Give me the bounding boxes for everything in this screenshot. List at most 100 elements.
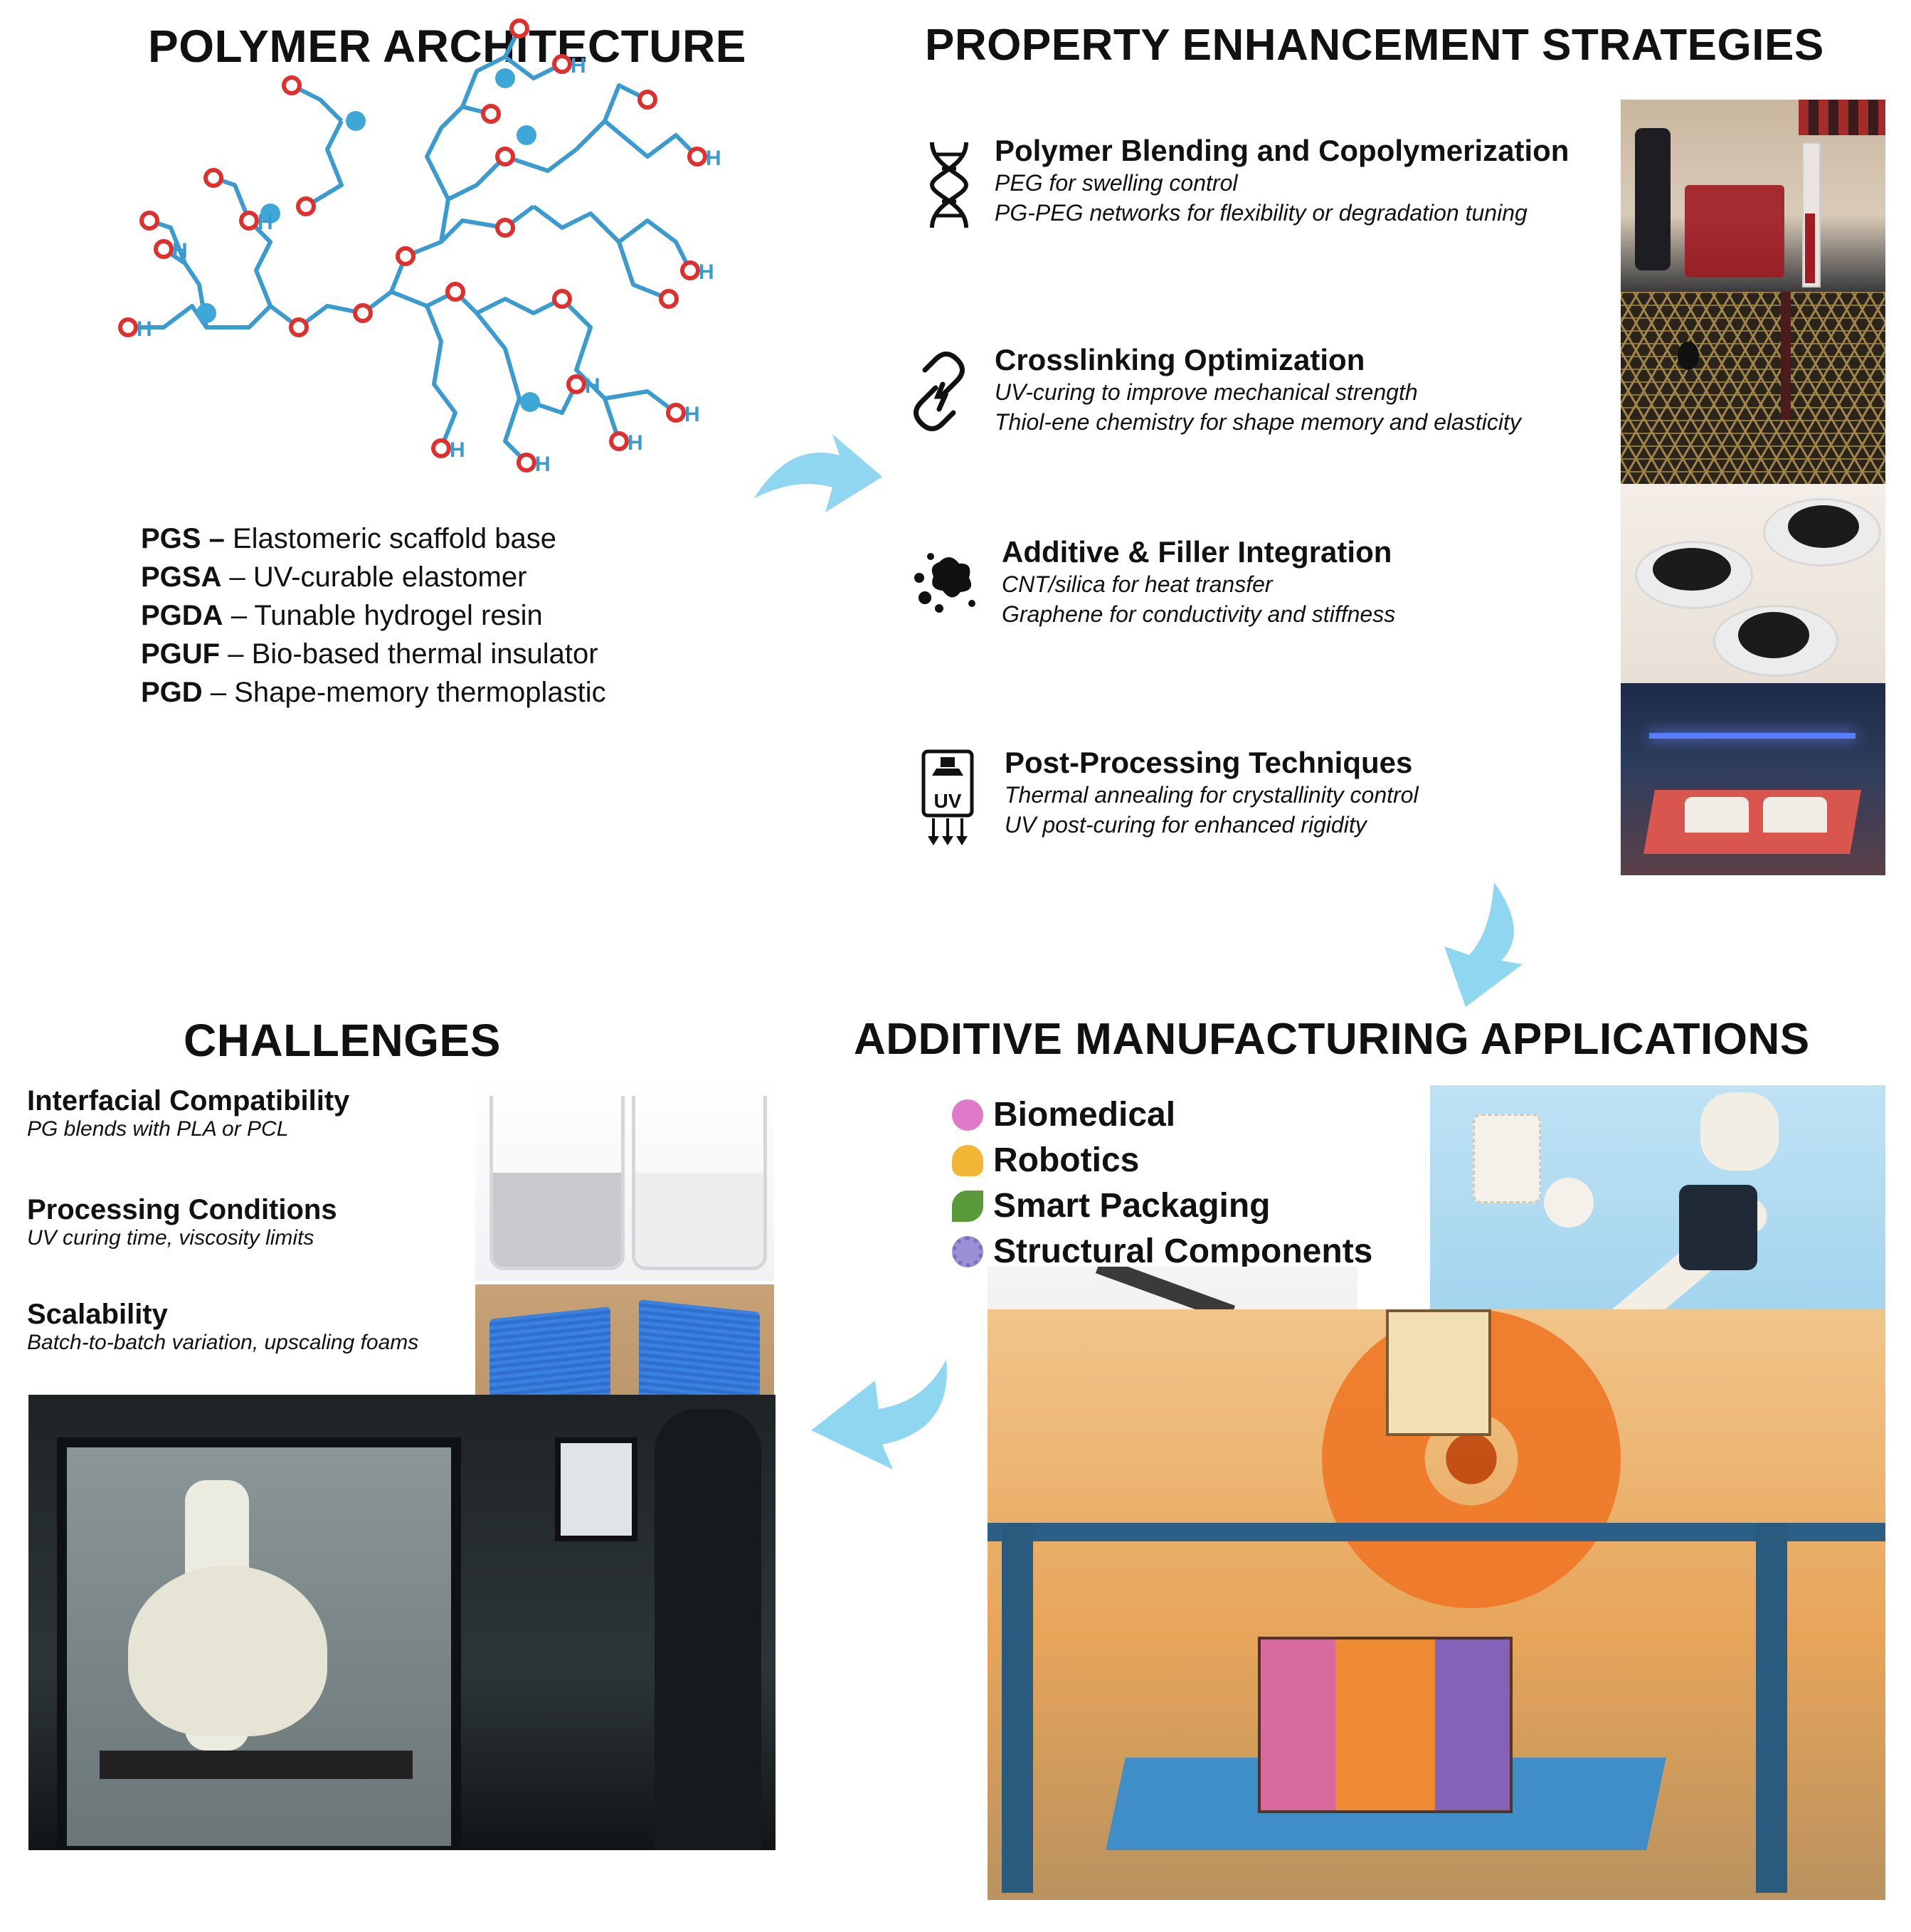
strategy-line: UV-curing to improve mechanical strength <box>995 379 1418 405</box>
backbone-bond <box>128 290 563 329</box>
oxygen-atom <box>481 104 501 124</box>
legend-desc: – UV-curable elastomer <box>221 561 527 593</box>
branch-bond <box>290 83 344 123</box>
application-item: Biomedical <box>952 1092 1372 1138</box>
hydroxyl-h-label: H <box>699 260 714 284</box>
branch-bond <box>247 218 272 307</box>
legend-desc: Elastomeric scaffold base <box>224 523 556 554</box>
uv-lamp-label: UV <box>934 790 962 812</box>
strategy-crosslinking: Crosslinking Optimization UV-curing to i… <box>995 343 1521 437</box>
strategy-fillers: Additive & Filler Integration CNT/silica… <box>1002 535 1395 629</box>
oxygen-atom <box>495 218 515 238</box>
printer-scene-photo <box>988 1309 1885 1900</box>
legend-abbr: PGS – <box>141 523 225 554</box>
challenges-title: CHALLENGES <box>184 1015 501 1066</box>
strategy-blending: Polymer Blending and Copolymerization PE… <box>995 134 1569 228</box>
branch-bond <box>425 105 492 201</box>
hydroxyl-h-label: H <box>571 54 586 78</box>
branch-bond <box>617 241 670 301</box>
strategy-heading: Polymer Blending and Copolymerization <box>995 134 1569 167</box>
strategy-line: Graphene for conductivity and stiffness <box>1002 601 1396 627</box>
brain-icon <box>952 1099 983 1131</box>
oxygen-atom <box>431 438 451 458</box>
application-label: Structural Components <box>993 1232 1373 1270</box>
strategies-title: PROPERTY ENHANCEMENT STRATEGIES <box>925 21 1824 70</box>
strategy-line: UV post-curing for enhanced rigidity <box>1005 812 1367 838</box>
strategy-line: Thermal annealing for crystallinity cont… <box>1005 782 1419 808</box>
post-processing-photo <box>1621 683 1885 875</box>
oxygen-atom <box>139 211 159 231</box>
hydroxyl-h-label: H <box>450 438 465 462</box>
applications-list: Biomedical Robotics Smart Packaging Stru… <box>952 1092 1372 1274</box>
oxygen-atom <box>353 303 373 323</box>
legend-row: PGDA – Tunable hydrogel resin <box>141 596 606 635</box>
oxygen-atom <box>552 289 572 309</box>
challenge-processing: Processing Conditions UV curing time, vi… <box>27 1194 337 1250</box>
strategy-heading: Post-Processing Techniques <box>1005 746 1413 779</box>
branch-bond <box>532 204 692 272</box>
hydroxyl-h-label: H <box>628 431 643 455</box>
application-label: Smart Packaging <box>993 1187 1271 1225</box>
oxygen-atom <box>687 147 707 167</box>
branch-bond <box>574 83 649 152</box>
carbon-node <box>520 392 540 412</box>
hydroxyl-h-label: H <box>535 453 551 476</box>
oxygen-atom <box>566 374 586 394</box>
polymer-legend: PGS – Elastomeric scaffold base PGSA – U… <box>141 519 606 712</box>
flow-arrow-right <box>754 434 882 512</box>
strategy-line: Thiol-ene chemistry for shape memory and… <box>995 409 1521 435</box>
oxygen-atom <box>296 196 316 216</box>
carbon-node <box>260 204 280 223</box>
crosslinking-photo <box>1621 292 1885 484</box>
oxygen-atom <box>203 168 223 188</box>
branch-bond <box>425 305 457 450</box>
seedling-icon <box>952 1191 983 1222</box>
legend-abbr: PGUF <box>141 638 221 670</box>
hydroxyl-h-label: H <box>585 374 600 398</box>
legend-row: PGSA – UV-curable elastomer <box>141 558 606 596</box>
dna-icon <box>929 142 969 228</box>
lightbulb-icon <box>952 1145 983 1176</box>
application-label: Biomedical <box>993 1096 1176 1134</box>
carbon-node <box>346 111 366 131</box>
hydroxyl-h-label: H <box>684 403 700 426</box>
branch-bond <box>603 119 699 159</box>
blending-photo <box>1621 100 1885 292</box>
uv-lamp-icon: UV <box>921 749 974 845</box>
fillers-photo <box>1621 484 1885 683</box>
challenge-compatibility: Interfacial Compatibility PG blends with… <box>27 1085 349 1141</box>
carbon-node <box>196 303 216 323</box>
strategy-line: CNT/silica for heat transfer <box>1002 571 1273 597</box>
legend-row: PGD – Shape-memory thermoplastic <box>141 673 606 712</box>
flow-arrow-left <box>811 1359 947 1469</box>
branch-bond <box>439 147 578 243</box>
oxygen-atom <box>666 403 686 423</box>
oxygen-atom <box>552 54 572 74</box>
strategy-line: PEG for swelling control <box>995 170 1238 196</box>
carbon-node <box>495 68 515 88</box>
application-label: Robotics <box>993 1141 1140 1179</box>
legend-abbr: PGDA <box>141 600 223 631</box>
oxygen-atom <box>659 289 679 309</box>
flow-arrow-down <box>1444 882 1523 1007</box>
hydroxyl-h-label: H <box>172 239 188 263</box>
legend-desc: – Shape-memory thermoplastic <box>202 677 606 708</box>
application-item: Smart Packaging <box>952 1183 1372 1229</box>
oxygen-atom <box>680 260 700 280</box>
oxygen-atom <box>495 147 515 167</box>
industrial-printer-photo <box>28 1395 775 1850</box>
oxygen-atom <box>517 453 536 473</box>
oxygen-atom <box>609 431 629 451</box>
oxygen-atom <box>289 317 309 337</box>
application-item: Robotics <box>952 1138 1372 1183</box>
legend-row: PGUF – Bio-based thermal insulator <box>141 635 606 673</box>
architecture-title: POLYMER ARCHITECTURE <box>148 21 746 72</box>
oxygen-atom <box>637 90 657 110</box>
branch-bond <box>389 204 535 293</box>
strategy-heading: Crosslinking Optimization <box>995 343 1365 376</box>
branch-bond <box>305 120 344 208</box>
application-item: Structural Components <box>952 1229 1372 1274</box>
legend-row: PGS – Elastomeric scaffold base <box>141 519 606 558</box>
strategy-heading: Additive & Filler Integration <box>1002 535 1392 569</box>
oxygen-atom <box>509 19 529 38</box>
